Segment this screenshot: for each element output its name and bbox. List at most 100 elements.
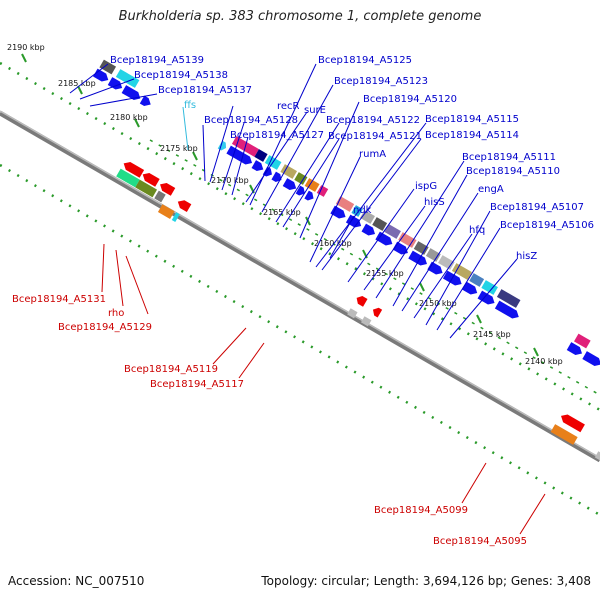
- gene-box: [157, 204, 175, 220]
- tick-mark: [134, 118, 140, 128]
- gene-arrow: [142, 173, 160, 187]
- tick-mark: [305, 216, 311, 226]
- gene-arrow: [461, 281, 478, 295]
- gene-arrow: [177, 200, 192, 213]
- gene-arrow: [282, 178, 297, 190]
- gene-label: recR: [277, 101, 300, 112]
- gene-box: [360, 316, 372, 327]
- gene-box: [413, 241, 429, 255]
- tick-label: 2155 kbp: [366, 269, 404, 278]
- gene-arrow: [304, 190, 314, 201]
- gene-box: [550, 424, 578, 445]
- gene-box: [425, 248, 441, 262]
- forward-gene-labels: Bcep18194_A5139 Bcep18194_A5138 Bcep1819…: [110, 55, 594, 262]
- gene-box: [438, 255, 455, 270]
- gene-arrow: [494, 300, 519, 319]
- gene-label: Bcep18194_A5111: [462, 152, 556, 163]
- scale-ticks: [21, 53, 539, 357]
- chromosome-backbone: [0, 110, 600, 463]
- gene-box: [360, 210, 375, 224]
- gene-box: [116, 168, 140, 188]
- gene-arrow: [271, 171, 282, 182]
- gene-label: Bcep18194_A5128: [204, 115, 298, 126]
- tick-mark: [21, 53, 27, 63]
- gene-arrow: [139, 95, 151, 106]
- gene-arrow: [330, 205, 346, 219]
- forward-leader-lines: [69, 63, 518, 339]
- gene-label: Bcep18194_A5119: [124, 364, 218, 375]
- gene-box: [469, 273, 485, 287]
- tick-label: 2175 kbp: [160, 144, 198, 153]
- gene-box: [347, 308, 358, 319]
- gene-label: hisS: [424, 197, 445, 208]
- gene-arrow: [107, 77, 123, 90]
- gene-label: Bcep18194_A5121: [328, 131, 422, 142]
- gene-arrow: [356, 296, 368, 307]
- gene-arrow: [477, 290, 495, 305]
- tick-label: 2160 kbp: [314, 239, 352, 248]
- gene-box: [481, 280, 498, 295]
- gene-label: ispG: [415, 181, 437, 192]
- tick-label: 2140 kbp: [525, 357, 563, 366]
- gene-box: [171, 212, 180, 223]
- gene-box: [372, 217, 388, 231]
- gene-arrow: [121, 85, 141, 100]
- genome-stats: Topology: circular; Length: 3,694,126 bp…: [261, 574, 591, 588]
- tick-mark: [533, 347, 539, 357]
- tick-label: 2190 kbp: [7, 43, 45, 52]
- gene-label: engA: [478, 184, 504, 195]
- gene-arrow: [123, 162, 145, 178]
- gene-label: Bcep18194_A5129: [58, 322, 152, 333]
- gene-label: hfq: [469, 225, 485, 236]
- gene-label: Bcep18194_A5131: [12, 294, 106, 305]
- gene-box: [594, 451, 600, 462]
- gene-label: Bcep18194_A5137: [158, 85, 252, 96]
- gene-box: [451, 263, 472, 280]
- tick-label: 2180 kbp: [110, 113, 148, 122]
- reverse-gene-features: [116, 162, 600, 462]
- gene-label: rumA: [359, 149, 386, 160]
- gene-arrow: [295, 185, 305, 196]
- tick-mark: [476, 314, 482, 324]
- gene-box: [154, 190, 166, 203]
- gene-label: surE: [304, 105, 326, 116]
- gene-arrow: [361, 223, 376, 236]
- gene-arrow: [251, 160, 264, 171]
- tick-mark: [77, 85, 83, 95]
- gene-label: ndk: [353, 205, 372, 216]
- gene-box: [294, 172, 308, 185]
- gene-box: [135, 179, 158, 198]
- gene-label: Bcep18194_A5127: [230, 130, 324, 141]
- gene-label: Bcep18194_A5115: [425, 114, 519, 125]
- gene-label: Bcep18194_A5099: [374, 505, 468, 516]
- map-title: Burkholderia sp. 383 chromosome 1, compl…: [118, 9, 482, 24]
- gene-label: Bcep18194_A5123: [334, 76, 428, 87]
- gene-box: [351, 205, 363, 217]
- gene-box: [254, 149, 268, 162]
- gene-label: Bcep18194_A5122: [326, 115, 420, 126]
- gene-box: [384, 224, 401, 239]
- gene-box: [316, 185, 329, 197]
- gene-arrow: [375, 231, 393, 246]
- tick-label: 2185 kbp: [58, 79, 96, 88]
- gene-label: Bcep18194_A5110: [466, 166, 560, 177]
- gene-arrow: [372, 307, 383, 318]
- gene-arrow: [160, 183, 176, 196]
- rna-gene-label: ffs: [184, 100, 196, 111]
- gene-box: [99, 59, 117, 75]
- reverse-leader-lines: [101, 243, 546, 535]
- gene-label: Bcep18194_A5106: [500, 220, 594, 231]
- gene-box: [304, 178, 320, 192]
- gene-box: [115, 69, 140, 88]
- gene-arrow: [561, 414, 585, 433]
- gene-label: Bcep18194_A5125: [318, 55, 412, 66]
- gene-label: rho: [108, 308, 124, 319]
- gene-arrow: [566, 342, 583, 355]
- gene-label: Bcep18194_A5139: [110, 55, 204, 66]
- gene-arrow: [93, 68, 109, 82]
- gene-box: [496, 289, 521, 308]
- gene-label: Bcep18194_A5095: [433, 536, 527, 547]
- reverse-gene-labels: Bcep18194_A5131 rho Bcep18194_A5129 Bcep…: [12, 294, 527, 547]
- gene-box: [573, 333, 591, 349]
